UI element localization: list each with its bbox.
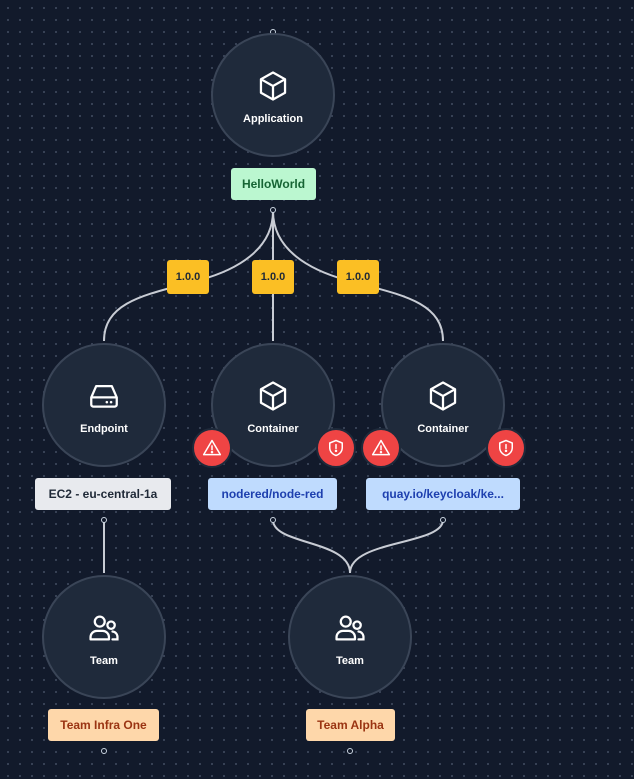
edge-container-1-team-alpha — [272, 519, 351, 574]
warning-badge[interactable] — [361, 428, 401, 468]
node-tag-team-infra[interactable]: Team Infra One — [48, 709, 159, 741]
cube-icon — [256, 69, 290, 103]
version-label[interactable]: 1.0.0 — [167, 260, 209, 294]
shield-alert-icon — [499, 439, 513, 457]
node-type-label: Endpoint — [80, 423, 128, 435]
shield-alert-badge[interactable] — [316, 428, 356, 468]
node-team-alpha[interactable]: Team — [288, 575, 412, 699]
node-type-label: Team — [336, 655, 364, 667]
node-tag-application[interactable]: HelloWorld — [231, 168, 316, 200]
users-icon — [333, 611, 367, 645]
cube-icon — [256, 379, 290, 413]
node-tag-container-2[interactable]: quay.io/keycloak/ke... — [366, 478, 520, 510]
warning-icon — [371, 439, 391, 456]
port[interactable] — [347, 748, 353, 754]
port[interactable] — [101, 517, 107, 523]
port[interactable] — [270, 517, 276, 523]
version-label[interactable]: 1.0.0 — [252, 260, 294, 294]
node-tag-container-1[interactable]: nodered/node-red — [208, 478, 337, 510]
node-type-label: Application — [243, 113, 303, 125]
warning-badge[interactable] — [192, 428, 232, 468]
node-endpoint[interactable]: Endpoint — [42, 343, 166, 467]
warning-icon — [202, 439, 222, 456]
node-tag-team-alpha[interactable]: Team Alpha — [306, 709, 395, 741]
port[interactable] — [270, 207, 276, 213]
node-type-label: Container — [417, 423, 469, 435]
node-team-infra[interactable]: Team — [42, 575, 166, 699]
version-label[interactable]: 1.0.0 — [337, 260, 379, 294]
edge-container-2-team-alpha — [349, 519, 444, 574]
shield-alert-badge[interactable] — [486, 428, 526, 468]
node-tag-endpoint[interactable]: EC2 - eu-central-1a — [35, 478, 171, 510]
shield-alert-icon — [329, 439, 343, 457]
users-icon — [87, 611, 121, 645]
node-type-label: Container — [247, 423, 299, 435]
port[interactable] — [101, 748, 107, 754]
server-icon — [87, 379, 121, 413]
port[interactable] — [440, 517, 446, 523]
node-container-2[interactable]: Container — [381, 343, 505, 467]
cube-icon — [426, 379, 460, 413]
node-type-label: Team — [90, 655, 118, 667]
node-application[interactable]: Application — [211, 33, 335, 157]
